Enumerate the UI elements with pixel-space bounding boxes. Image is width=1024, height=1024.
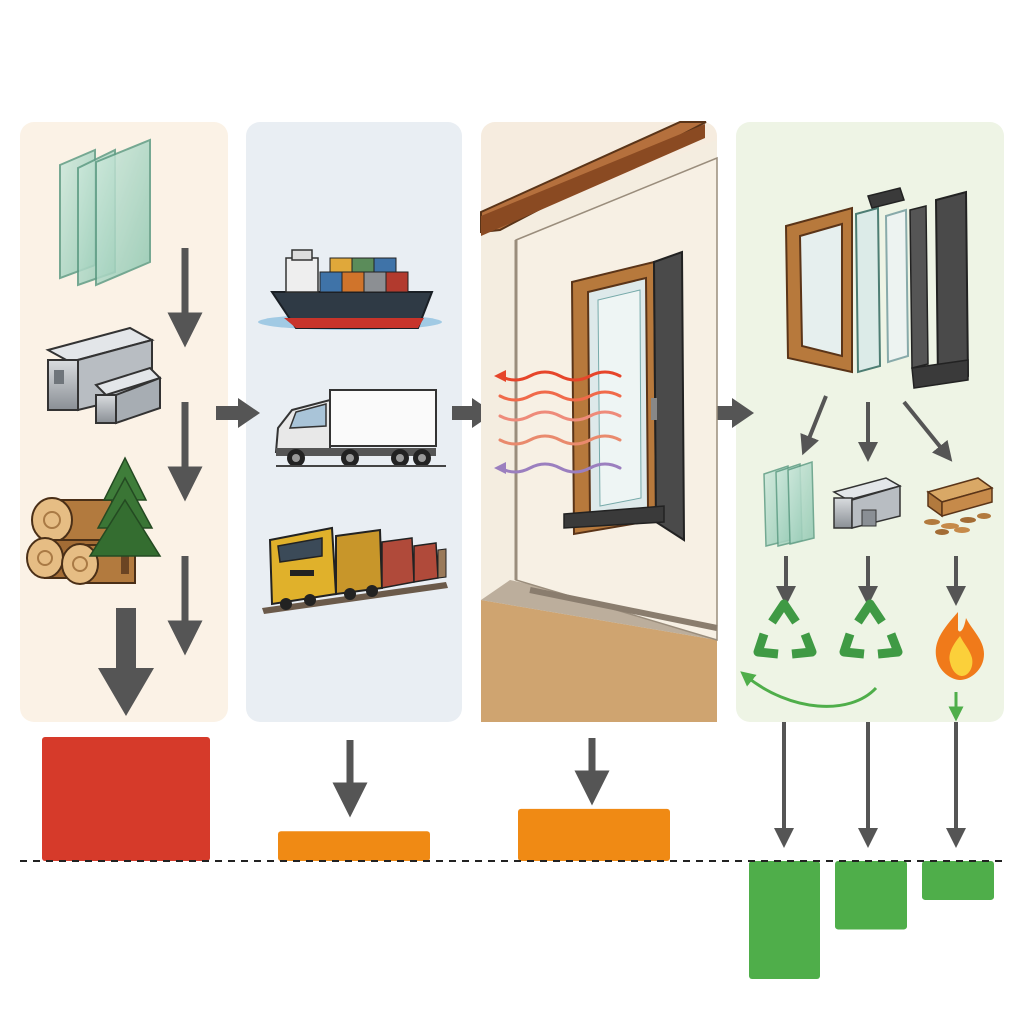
- container-ship-icon: [258, 249, 442, 330]
- split-arrow: [902, 400, 953, 462]
- recycle-icon: [753, 599, 817, 659]
- glass-icon: [763, 460, 815, 547]
- heat-loss-waves-icon: [494, 370, 622, 474]
- wood-chips-icon: [924, 477, 994, 535]
- pine-tree-icon: [88, 456, 162, 574]
- truck-icon: [274, 389, 446, 467]
- split-arrow: [800, 395, 828, 456]
- loop-arrow: [740, 671, 878, 708]
- glass-panes-icon: [59, 138, 151, 287]
- flame-icon: [935, 612, 984, 680]
- impact-bar-use: [518, 808, 670, 861]
- exploded-window-icon: [784, 187, 970, 389]
- impact-bar-end-of-life-aluminium: [835, 861, 907, 930]
- aluminium-profiles-icon: [45, 326, 162, 425]
- impact-bar-end-of-life-glass: [749, 861, 820, 979]
- timber-logs-icon: [26, 497, 136, 585]
- impact-bar-transport: [278, 831, 430, 861]
- impact-bars: [42, 737, 994, 979]
- impact-bar-materials: [42, 737, 210, 861]
- aluminium-icon: [832, 477, 902, 529]
- freight-train-icon: [262, 526, 448, 614]
- big-down-arrow: [98, 608, 154, 716]
- impact-bar-end-of-life-wood: [922, 861, 994, 900]
- recycle-icon: [839, 599, 903, 659]
- installed-window-icon: [563, 250, 686, 542]
- right-arrow: [216, 398, 260, 428]
